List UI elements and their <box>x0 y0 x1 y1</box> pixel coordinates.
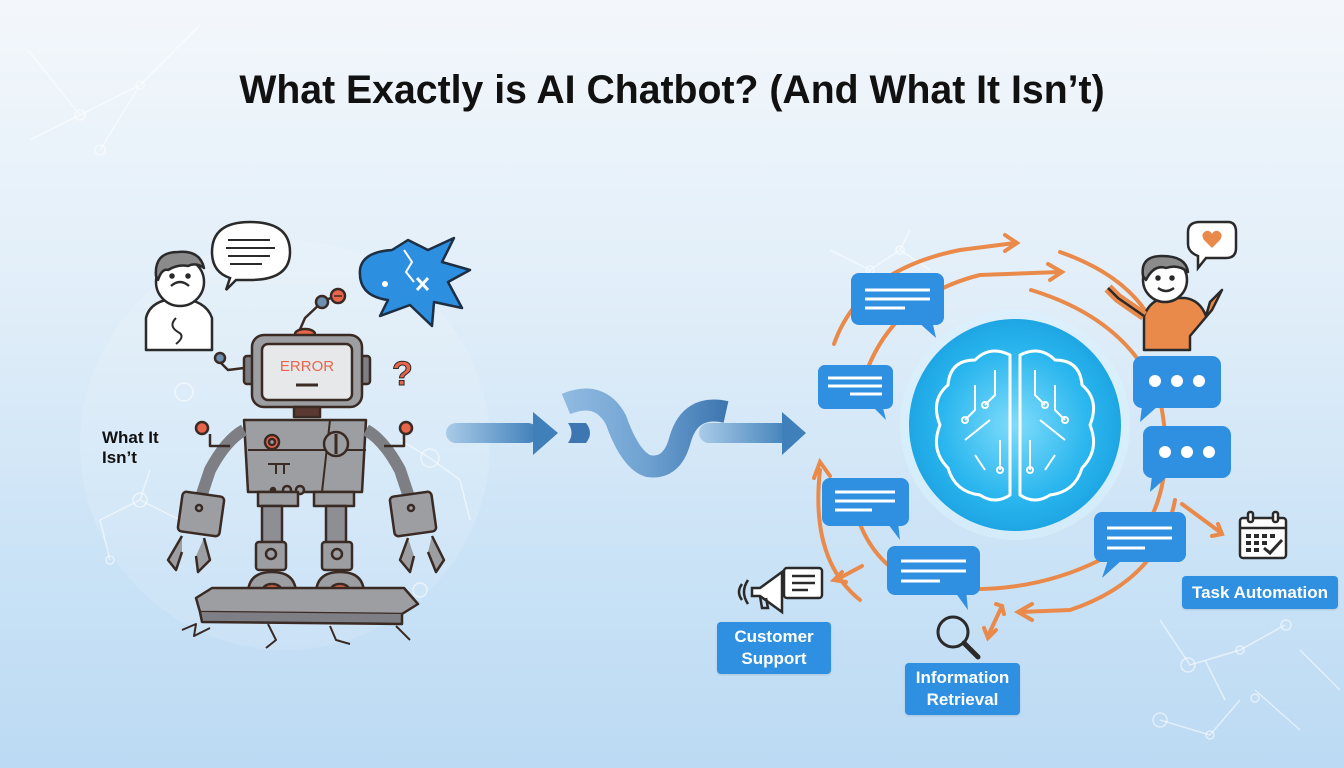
typing-bubble-icon <box>1143 426 1231 492</box>
chat-bubble-icon <box>822 478 909 540</box>
speech-bubble-icon <box>210 220 292 291</box>
broken-speech-bubble-icon <box>358 236 472 328</box>
happy-user-icon <box>1104 254 1224 352</box>
chat-bubble-icon <box>1094 512 1186 578</box>
chat-bubble-icon <box>887 546 980 610</box>
chat-bubble-icon <box>818 365 893 420</box>
chat-bubble-icon <box>851 273 944 338</box>
magnifier-icon <box>936 615 981 660</box>
arrow-right-icon <box>446 412 558 455</box>
arrow-right-icon <box>699 412 806 455</box>
broken-robot-icon: ERROR <box>166 287 446 649</box>
question-mark-icon: ? <box>392 355 413 393</box>
typing-bubble-icon <box>1133 356 1221 422</box>
sad-user-icon <box>144 250 214 352</box>
svg-text:ERROR: ERROR <box>280 358 334 375</box>
page-title: What Exactly is AI Chatbot? (And What It… <box>239 68 1105 112</box>
task-automation-label: Task Automation <box>1182 576 1338 609</box>
megaphone-icon <box>737 566 824 615</box>
calendar-check-icon <box>1238 510 1288 560</box>
wave-flow-icon <box>561 388 729 478</box>
heart-speech-bubble-icon <box>1186 220 1238 272</box>
brain-circle <box>909 319 1121 531</box>
circuit-brain-icon <box>934 349 1096 502</box>
